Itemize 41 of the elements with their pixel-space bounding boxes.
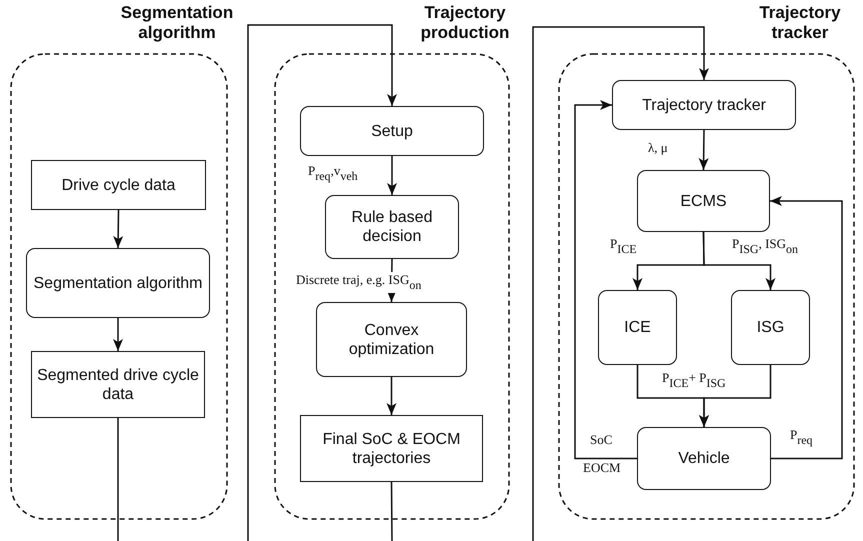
node-text: Rule based decision	[350, 208, 434, 246]
node-text: Drive cycle data	[60, 176, 176, 194]
node-text: Segmented drive cycle data	[36, 366, 200, 404]
process-box	[325, 195, 459, 259]
process-box	[26, 248, 210, 318]
arrow	[386, 377, 396, 415]
process-box	[731, 290, 810, 365]
signal-label: EOCM	[583, 460, 621, 475]
arrow	[113, 318, 123, 351]
data-box	[31, 351, 205, 418]
data-box	[300, 415, 483, 482]
arrow	[699, 365, 772, 427]
arrow	[702, 232, 776, 290]
arrow	[698, 130, 709, 170]
node-text: Segmentation algorithm	[32, 274, 204, 292]
node-text: Convex optimization	[348, 320, 436, 358]
edge-label: SoC	[590, 432, 612, 447]
panel-heading: Trajectory production	[420, 3, 510, 43]
node-text: Vehicle	[677, 449, 731, 468]
panel-heading: Segmentation algorithm	[120, 3, 234, 43]
node-text: Final SoC & EOCM trajectories	[322, 430, 462, 468]
node-text: ICE	[623, 318, 652, 337]
arrow	[770, 196, 843, 460]
node-text: ECMS	[679, 192, 728, 210]
arrow	[532, 26, 709, 541]
data-box	[31, 160, 206, 210]
arrow	[387, 156, 397, 195]
panel-heading: Trajectory tracker	[758, 3, 842, 43]
process-box	[316, 302, 467, 377]
process-box	[300, 106, 484, 156]
arrow	[574, 100, 637, 460]
node-text: Trajectory tracker	[641, 96, 767, 114]
arrow	[113, 210, 124, 248]
process-box	[612, 80, 796, 130]
node-text: Setup	[370, 122, 414, 140]
arrow	[247, 24, 397, 541]
process-box	[598, 290, 677, 365]
process-box	[637, 427, 771, 490]
node-text: ISG	[756, 318, 786, 337]
process-box	[637, 170, 770, 232]
edge-label: λ, μ	[648, 140, 668, 155]
